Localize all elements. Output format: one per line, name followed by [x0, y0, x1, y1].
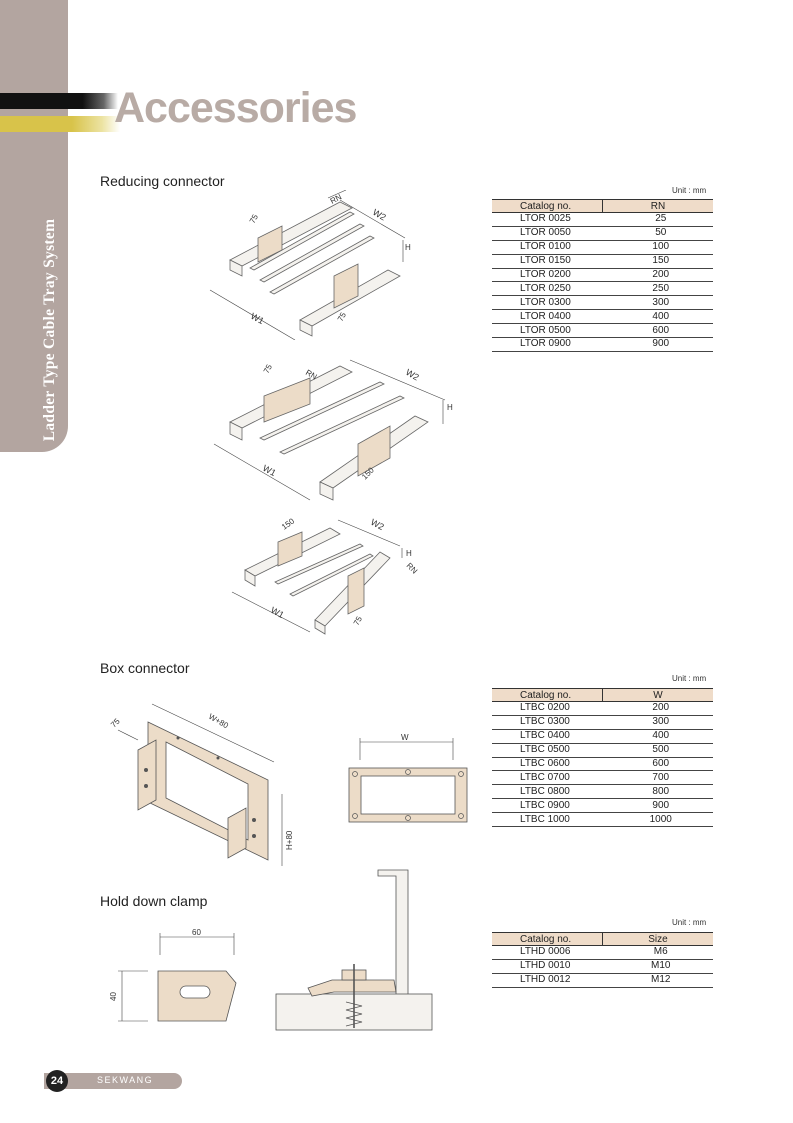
box-connector-diagram: W+80 H+80 75 — [109, 703, 294, 866]
hold-down-clamp-assembly — [275, 869, 433, 1031]
dim-h: H — [406, 549, 412, 558]
box-connector-front-view: W — [348, 733, 468, 823]
hold-down-clamp-top-view: 60 40 — [109, 928, 237, 1022]
dim-60: 60 — [192, 928, 201, 937]
title-bar-gold — [0, 116, 120, 132]
column-header-rn: RN — [602, 199, 713, 213]
section-title-reducing: Reducing connector — [100, 173, 225, 189]
reducing-connector-diagram-2: W1 W2 RN H 75 150 — [213, 359, 453, 501]
dim-w: W — [401, 733, 409, 742]
unit-label-reducing: Unit : mm — [672, 186, 707, 195]
footer-band — [44, 1073, 182, 1089]
dim-rn: RN — [405, 561, 420, 576]
column-header-catalog: Catalog no. — [492, 688, 603, 702]
page-number: 24 — [46, 1070, 68, 1092]
sidebar-band: Ladder Type Cable Tray System — [0, 0, 68, 452]
dim-w2: W2 — [371, 207, 388, 222]
dim-40: 40 — [109, 992, 118, 1001]
reducing-connector-diagram-3: W1 W2 H RN 150 75 — [231, 516, 420, 635]
page-title: Accessories — [114, 84, 357, 132]
dim-w1: W1 — [269, 605, 286, 620]
column-header-w: W — [602, 688, 713, 702]
dim-150: 150 — [280, 516, 297, 531]
unit-label-clamp: Unit : mm — [672, 918, 707, 927]
title-bar-black — [0, 93, 118, 109]
dim-w1: W1 — [261, 463, 278, 478]
dim-h: H — [447, 403, 453, 412]
dim-w2: W2 — [404, 367, 421, 382]
section-title-clamp: Hold down clamp — [100, 893, 208, 909]
column-header-size: Size — [602, 932, 713, 946]
dim-w2: W2 — [369, 517, 386, 532]
dim-75-bottom: 75 — [336, 310, 348, 323]
column-header-catalog: Catalog no. — [492, 199, 603, 213]
column-header-catalog: Catalog no. — [492, 932, 603, 946]
dim-75: 75 — [262, 362, 274, 375]
dim-75: 75 — [352, 614, 364, 627]
dim-h: H — [405, 243, 411, 252]
dim-h-plus-80: H+80 — [285, 830, 294, 850]
section-title-box: Box connector — [100, 660, 190, 676]
brand-name: SEKWANG — [97, 1075, 154, 1085]
sidebar-title: Ladder Type Cable Tray System — [41, 218, 58, 442]
unit-label-box: Unit : mm — [672, 674, 707, 683]
dim-w-plus-80: W+80 — [207, 712, 230, 731]
dim-75-top: 75 — [248, 212, 260, 225]
dim-w1: W1 — [249, 311, 266, 326]
reducing-connector-diagram-1: W1 W2 RN H 75 75 — [209, 190, 411, 340]
dim-75: 75 — [109, 716, 122, 729]
